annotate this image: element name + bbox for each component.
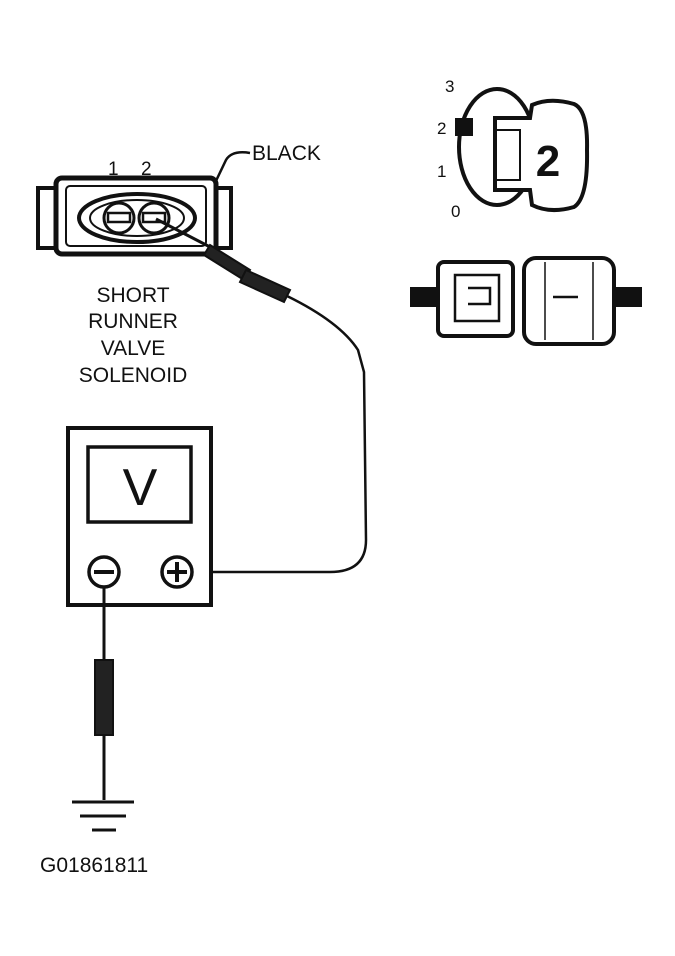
- ignition-position-3: 3: [445, 77, 454, 96]
- meter-display: [86, 445, 193, 524]
- component-name-line-4: SOLENOID: [79, 364, 188, 387]
- ignition-position-1: 1: [437, 162, 446, 181]
- pin-1-label: 1: [108, 159, 119, 180]
- ignition-position-0: 0: [451, 202, 460, 221]
- key-number: 2: [536, 137, 560, 186]
- position-marker: [455, 118, 473, 136]
- ground-icon: [72, 800, 134, 832]
- black-leader-line: [213, 151, 251, 184]
- component-name-line-1: SHORT: [96, 284, 169, 307]
- component-name-line-2: RUNNER: [88, 310, 178, 333]
- pin-2-label: 2: [141, 159, 152, 180]
- meter-display-unit: V: [123, 459, 158, 517]
- positive-probe: [155, 217, 292, 304]
- figure-id: G01861811: [40, 854, 148, 877]
- negative-probe: [94, 587, 114, 800]
- solenoid-connector: [36, 175, 233, 257]
- ignition-position-2: 2: [437, 119, 446, 138]
- fuse-connector-icon: [410, 256, 642, 346]
- positive-lead-wire: [196, 294, 368, 574]
- wire-color-label: BLACK: [252, 142, 321, 165]
- voltmeter: V: [66, 426, 213, 607]
- ignition-key-icon: 3 2 1 0 2: [437, 77, 590, 221]
- component-name-line-3: VALVE: [101, 337, 166, 360]
